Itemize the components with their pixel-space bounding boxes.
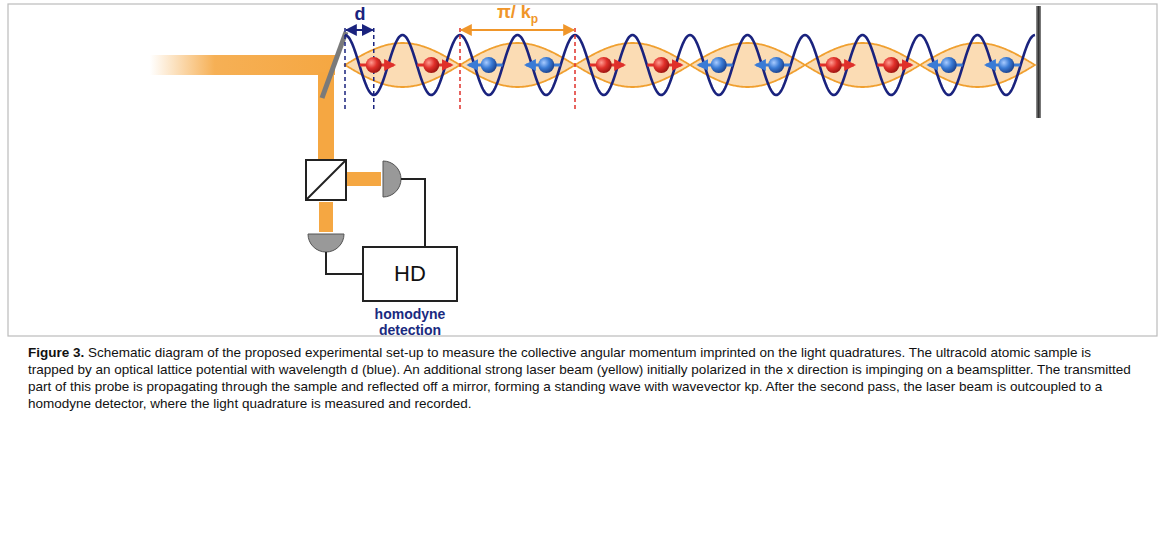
atom (699, 57, 733, 73)
figure-frame (8, 4, 1157, 336)
dashed-guide (459, 28, 461, 110)
box-label: HD (394, 261, 426, 287)
atom (590, 57, 624, 73)
atom (647, 57, 681, 73)
atom (417, 57, 451, 73)
atom (360, 57, 394, 73)
detector-wire (326, 252, 362, 274)
figure-caption: Figure 3. Schematic diagram of the propo… (28, 344, 1138, 412)
atom (526, 57, 560, 73)
lattice-wave (345, 35, 1035, 95)
atom (877, 57, 911, 73)
standing-wave (345, 28, 1035, 110)
probe-period-label: π/ kp (458, 2, 578, 23)
probe-envelope (345, 43, 1035, 87)
beamsplitter-cube (306, 160, 346, 200)
output-beam (319, 202, 333, 232)
dashed-guide (344, 28, 346, 110)
atom (820, 57, 854, 73)
dashed-guide (574, 28, 576, 110)
photodetector (308, 234, 344, 252)
probe-period-text: π/ k (497, 2, 531, 23)
detector-wire (401, 179, 425, 246)
mirror (1036, 6, 1041, 118)
beamsplitter-diagonal (306, 160, 346, 200)
atom (469, 57, 503, 73)
lattice-spacing-label: d (354, 4, 365, 25)
laser-beam (150, 55, 335, 75)
atom (756, 57, 790, 73)
atom (929, 57, 963, 73)
atom (986, 57, 1020, 73)
beamsplitter-plate (322, 32, 346, 98)
output-beam (345, 172, 381, 186)
dimension-arrow (461, 29, 574, 31)
subscript: p (531, 12, 538, 26)
detector-box: HDhomodyne detection (362, 246, 458, 302)
dimension-arrow (346, 29, 373, 31)
box-caption: homodyne detection (350, 306, 470, 338)
photodetector (383, 161, 401, 197)
